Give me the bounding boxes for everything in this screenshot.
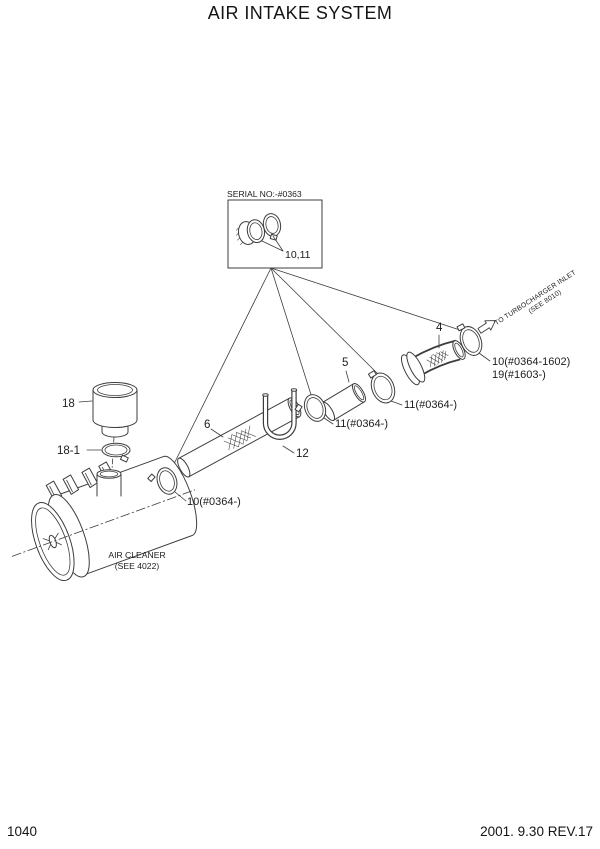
open-end: [452, 340, 466, 360]
page-number: 1040: [7, 824, 38, 839]
callout-leader-lines: [261, 235, 284, 252]
flow-arrow-icon: [477, 320, 496, 334]
fan-leader-lines: [169, 267, 467, 473]
note-turbo-line1: TO TURBOCHARGER INLET: [494, 269, 578, 327]
callout-10-upper: 10(#0364-1602): [492, 356, 570, 368]
callout-leader-lines: [78, 334, 491, 502]
callout-5: 5: [342, 357, 348, 369]
part-4-bent-pipe: [400, 339, 466, 386]
callout-10-11: 10,11: [285, 249, 311, 261]
part-5-hose: [321, 383, 366, 422]
mesh-texture: [426, 350, 449, 368]
note-air-cleaner-line1: AIR CLEANER: [108, 550, 165, 560]
serial-number-label: SERIAL NO:-#0363: [227, 189, 302, 199]
page-title: AIR INTAKE SYSTEM: [207, 3, 393, 23]
revision-date: 2001. 9.30 REV.17: [480, 824, 593, 839]
callout-12: 12: [296, 448, 309, 460]
centerline-air-cleaner: [11, 489, 196, 557]
callout-11-left: 11(#0364-): [335, 418, 388, 430]
callout-4: 4: [436, 322, 443, 334]
part-18-1-clamp: [101, 442, 131, 463]
clamp-pair-icon: [236, 213, 282, 245]
note-air-cleaner-line2: (SEE 4022): [115, 561, 160, 571]
callout-19-upper: 19(#1603-): [492, 369, 546, 381]
mesh-texture: [223, 425, 256, 451]
part-6-intake-pipe: [177, 397, 302, 478]
clamp-11-left: [294, 394, 327, 422]
clamp-10-lower: [147, 467, 178, 495]
callout-18: 18: [62, 398, 75, 410]
callout-11-right: 11(#0364-): [404, 399, 457, 411]
clamp-10-19-upper: [456, 323, 483, 356]
callout-6: 6: [204, 419, 210, 431]
callout-18-1: 18-1: [57, 445, 80, 457]
callout-10-lower: 10(#0364-): [187, 496, 241, 508]
flange-end: [400, 351, 426, 386]
air-cleaner-inlet-stub: [96, 469, 122, 501]
serial-number-box: SERIAL NO:-#0363 10,11: [227, 189, 323, 269]
note-turbo-inlet: TO TURBOCHARGER INLET (SEE 8010): [494, 269, 578, 327]
part-12-u-bolt: [262, 388, 298, 440]
part-18-precleaner-cap: [92, 382, 138, 438]
clamp-11-right: [367, 370, 396, 404]
